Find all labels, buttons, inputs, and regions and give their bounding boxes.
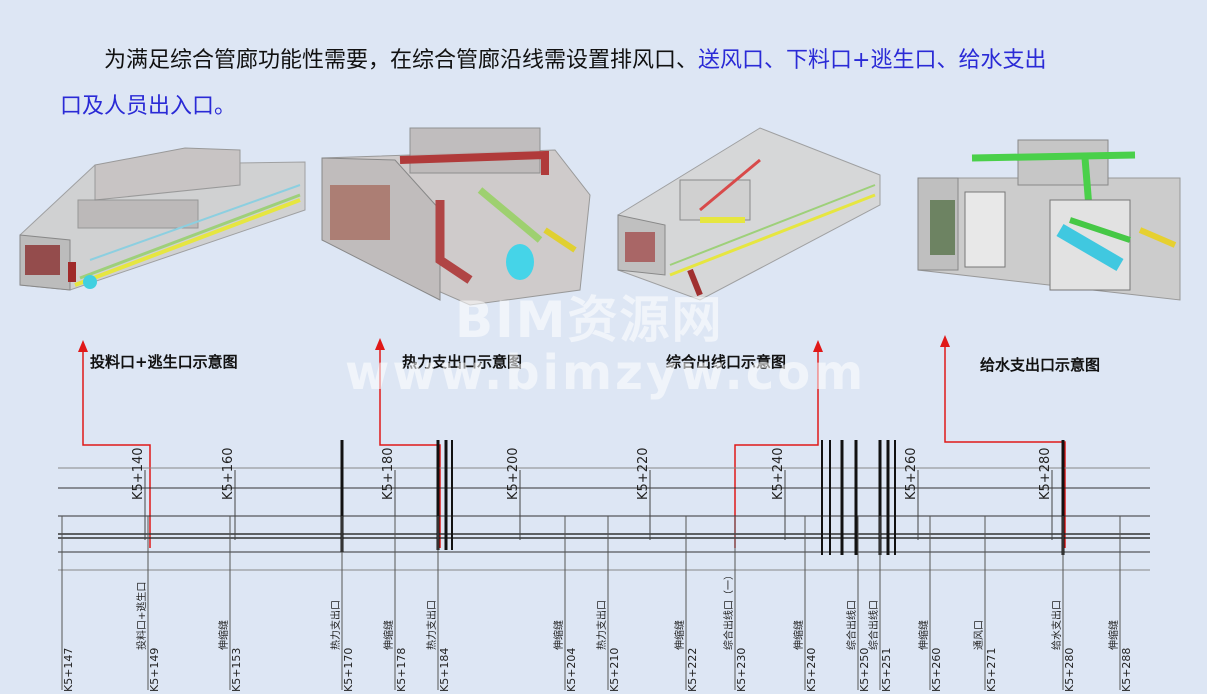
station-note: 伸缩缝 xyxy=(552,620,565,650)
station-label-top: K5+140 xyxy=(131,447,146,500)
intro-text-1: 为满足综合管廊功能性需要，在综合管廊沿线需设置排风口、 xyxy=(104,48,699,73)
station-note: 通风口 xyxy=(973,620,985,650)
station-note: 伸缩缝 xyxy=(382,620,395,650)
station-label-top: K5+280 xyxy=(1038,447,1053,500)
leader-arrows xyxy=(82,345,1066,548)
station-note: 伸缩缝 xyxy=(917,620,930,650)
station-label-bottom: K5+260 xyxy=(930,648,943,692)
station-note: 投料口+逃生口 xyxy=(135,582,148,650)
caption-combined-outlet: 综合出线口示意图 xyxy=(666,353,787,371)
station-note: 热力支出口 xyxy=(595,600,608,650)
arrow-head-3 xyxy=(813,340,823,352)
intro-text-highlight-2: 口及人员出入口。 xyxy=(60,94,237,119)
station-label-bottom: K5+178 xyxy=(395,648,408,692)
station-label-top: K5+260 xyxy=(904,447,919,500)
plan-drawing xyxy=(58,467,1150,571)
station-note: 综合出线口 xyxy=(845,600,858,650)
station-label-bottom: K5+271 xyxy=(985,648,998,692)
station-note: 伸缩缝 xyxy=(1107,620,1120,650)
station-label-bottom: K5+250 xyxy=(858,648,871,692)
station-label-bottom: K5+170 xyxy=(342,648,355,692)
model-heat-branch-port xyxy=(321,127,591,306)
station-label-bottom: K5+288 xyxy=(1120,648,1133,692)
station-label-bottom: K5+147 xyxy=(62,648,75,692)
arrow-head-2 xyxy=(375,338,385,350)
top-station-ticks: K5+140 K5+160 K5+180 K5+200 K5+220 K5+240 K5+2… xyxy=(131,447,1053,540)
station-label-bottom: K5+280 xyxy=(1063,648,1076,692)
caption-heat-branch: 热力支出口示意图 xyxy=(402,353,523,371)
station-label-top: K5+180 xyxy=(381,447,396,500)
station-label-bottom: K5+240 xyxy=(805,648,818,692)
arrow-head-4 xyxy=(940,335,950,347)
station-note: 综合出线口（一） xyxy=(722,570,735,650)
station-label-top: K5+160 xyxy=(221,447,236,500)
station-label-bottom: K5+210 xyxy=(608,648,621,692)
caption-feed-escape: 投料口+逃生口示意图 xyxy=(90,353,238,371)
station-label-bottom: K5+204 xyxy=(565,648,578,692)
station-label-top: K5+240 xyxy=(771,447,786,500)
station-note: 热力支出口 xyxy=(329,600,342,650)
model-feed-escape-port xyxy=(19,147,306,291)
station-note: 伸缩缝 xyxy=(792,620,805,650)
model-water-branch-port xyxy=(917,139,1181,301)
station-label-top: K5+200 xyxy=(506,447,521,500)
model-combined-outlet-port xyxy=(617,127,881,301)
station-note: 综合出线口 xyxy=(867,600,880,650)
station-note: 伸缩缝 xyxy=(217,620,230,650)
station-note: 伸缩缝 xyxy=(673,620,686,650)
intro-text-highlight: 送风口、下料口+逃生口、给水支出 xyxy=(698,48,1047,73)
station-label-bottom: K5+251 xyxy=(880,648,893,692)
station-label-bottom: K5+230 xyxy=(735,648,748,692)
caption-water-branch: 给水支出口示意图 xyxy=(980,356,1101,374)
intro-paragraph: 为满足综合管廊功能性需要，在综合管廊沿线需设置排风口、送风口、下料口+逃生口、给… xyxy=(60,38,1160,130)
station-label-bottom: K5+222 xyxy=(686,648,699,692)
station-label-bottom: K5+153 xyxy=(230,648,243,692)
station-label-bottom: K5+184 xyxy=(438,648,451,692)
station-note: 给水支出口 xyxy=(1050,600,1063,650)
station-label-top: K5+220 xyxy=(636,447,651,500)
station-note: 热力支出口 xyxy=(425,600,438,650)
arrow-head-1 xyxy=(78,340,88,352)
station-label-bottom: K5+149 xyxy=(148,648,161,692)
